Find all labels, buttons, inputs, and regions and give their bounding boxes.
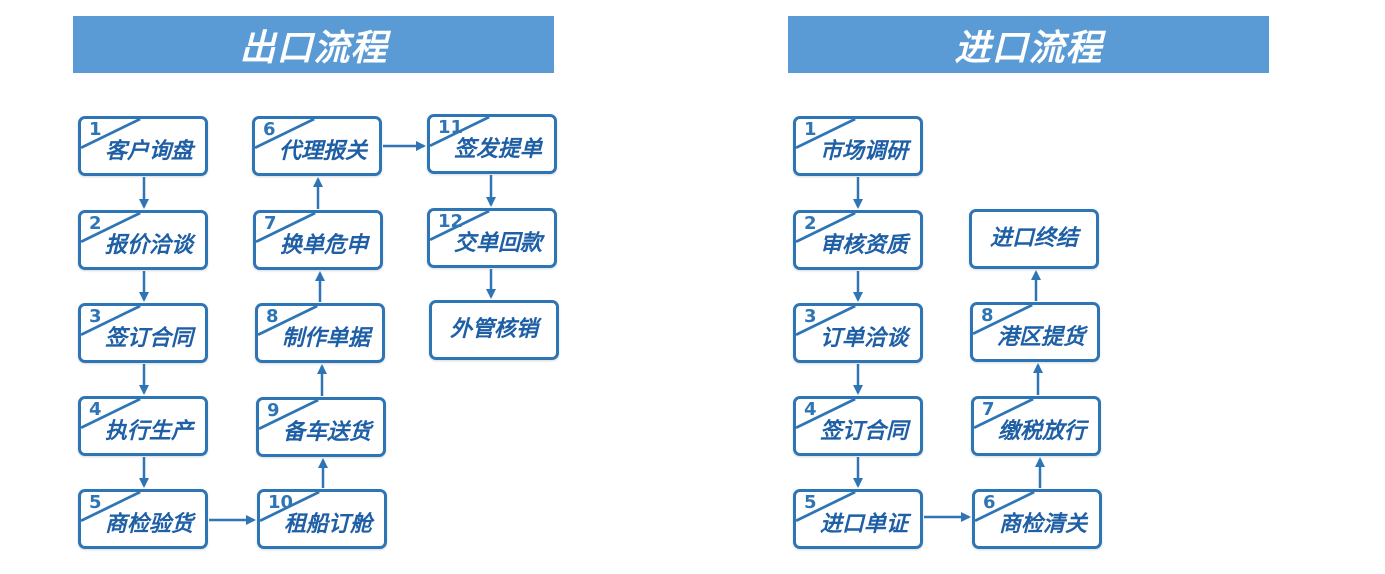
step-number: 7 — [982, 399, 995, 420]
step-number: 6 — [983, 492, 996, 513]
step-label: 市场调研 — [819, 139, 908, 164]
step-corner-slash — [975, 492, 1035, 522]
step-corner-slash — [796, 119, 856, 149]
step-label: 执行生产 — [104, 419, 193, 444]
import-process-title: 进口流程 — [788, 16, 1269, 73]
step-number: 7 — [264, 213, 277, 234]
step-number: 8 — [981, 305, 994, 326]
step-number: 6 — [263, 119, 276, 140]
step-label: 签发提单 — [453, 137, 542, 162]
step-corner-slash — [430, 117, 490, 147]
import-step-5: 5 进口单证 — [793, 489, 923, 549]
step-number: 2 — [89, 213, 102, 234]
step-corner-slash — [796, 213, 856, 243]
import-step-7: 7 缴税放行 — [971, 396, 1101, 456]
export-step-9: 9 备车送货 — [256, 397, 386, 457]
export-step-12: 12 交单回款 — [427, 208, 557, 268]
step-label: 客户询盘 — [104, 139, 193, 164]
step-number: 3 — [804, 306, 817, 327]
step-number: 8 — [266, 306, 279, 327]
step-number: 4 — [89, 399, 102, 420]
step-label: 租船订舱 — [283, 512, 372, 537]
step-corner-slash — [255, 119, 315, 149]
step-corner-slash — [796, 306, 856, 336]
step-corner-slash — [974, 399, 1034, 429]
step-number: 3 — [89, 306, 102, 327]
step-number: 10 — [268, 492, 294, 513]
step-label: 商检验货 — [104, 512, 193, 537]
step-corner-slash — [256, 213, 316, 243]
export-step-3: 3 签订合同 — [78, 303, 208, 363]
step-label: 商检清关 — [998, 512, 1087, 537]
step-label: 制作单据 — [281, 326, 370, 351]
step-number: 1 — [804, 119, 817, 140]
step-corner-slash — [259, 400, 319, 430]
step-number: 5 — [804, 492, 817, 513]
export-step-final: 外管核销 — [429, 300, 559, 360]
export-step-1: 1 客户询盘 — [78, 116, 208, 176]
import-step-2: 2 审核资质 — [793, 210, 923, 270]
step-label: 进口单证 — [819, 512, 908, 537]
step-number: 9 — [267, 400, 280, 421]
export-step-2: 2 报价洽谈 — [78, 210, 208, 270]
step-corner-slash — [796, 399, 856, 429]
step-label: 换单危申 — [279, 233, 368, 258]
import-step-1: 1 市场调研 — [793, 116, 923, 176]
step-label: 外管核销 — [449, 317, 538, 342]
step-label: 进口终结 — [989, 226, 1078, 251]
step-number: 5 — [89, 492, 102, 513]
step-number: 1 — [89, 119, 102, 140]
step-corner-slash — [81, 492, 141, 522]
step-label: 交单回款 — [453, 231, 542, 256]
export-step-8: 8 制作单据 — [255, 303, 385, 363]
step-label: 报价洽谈 — [104, 233, 193, 258]
step-label: 签订合同 — [819, 419, 908, 444]
step-number: 12 — [438, 211, 464, 232]
step-corner-slash — [81, 119, 141, 149]
import-step-8: 8 港区提货 — [970, 302, 1100, 362]
import-step-final: 进口终结 — [969, 209, 1099, 269]
export-process-title: 出口流程 — [73, 16, 554, 73]
step-label: 缴税放行 — [997, 419, 1086, 444]
step-corner-slash — [796, 492, 856, 522]
step-number: 11 — [438, 117, 464, 138]
import-step-4: 4 签订合同 — [793, 396, 923, 456]
step-number: 2 — [804, 213, 817, 234]
export-step-7: 7 换单危申 — [253, 210, 383, 270]
import-step-6: 6 商检清关 — [972, 489, 1102, 549]
import-step-3: 3 订单洽谈 — [793, 303, 923, 363]
export-step-11: 11 签发提单 — [427, 114, 557, 174]
step-label: 审核资质 — [819, 233, 908, 258]
step-label: 代理报关 — [278, 139, 367, 164]
step-label: 备车送货 — [282, 420, 371, 445]
export-step-6: 6 代理报关 — [252, 116, 382, 176]
step-corner-slash — [260, 492, 320, 522]
step-corner-slash — [81, 213, 141, 243]
step-corner-slash — [973, 305, 1033, 335]
step-label: 订单洽谈 — [819, 326, 908, 351]
step-corner-slash — [258, 306, 318, 336]
export-step-4: 4 执行生产 — [78, 396, 208, 456]
export-step-10: 10 租船订舱 — [257, 489, 387, 549]
step-corner-slash — [81, 306, 141, 336]
export-step-5: 5 商检验货 — [78, 489, 208, 549]
step-corner-slash — [430, 211, 490, 241]
step-number: 4 — [804, 399, 817, 420]
step-label: 港区提货 — [996, 325, 1085, 350]
step-corner-slash — [81, 399, 141, 429]
step-label: 签订合同 — [104, 326, 193, 351]
